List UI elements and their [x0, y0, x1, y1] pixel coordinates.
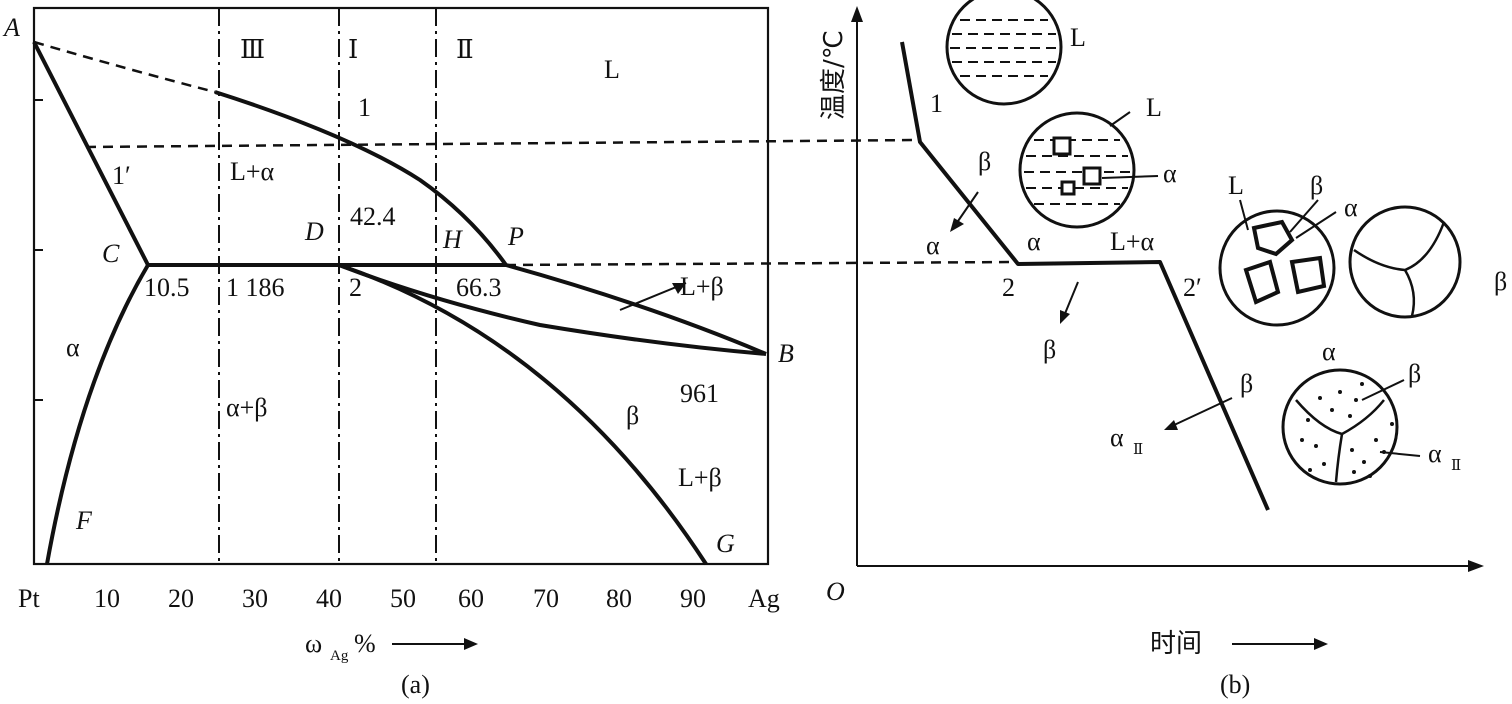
label-alpha-mid: α: [1027, 227, 1041, 256]
y-axis-label: 温度/℃: [819, 30, 849, 120]
label-beta-top: β: [978, 147, 991, 176]
micrograph-l-alpha: L α: [1018, 93, 1177, 229]
x-tick-20: 20: [168, 584, 194, 613]
link-line-1: [85, 138, 919, 149]
solidus-ac: [32, 41, 150, 266]
cooling-point-1: 1: [358, 93, 371, 122]
x-axis-subscript: Ag: [330, 648, 349, 664]
x-axis-arrowhead-b: [1468, 560, 1484, 572]
liquidus-pb: [505, 263, 767, 356]
x-tick-90: 90: [680, 584, 706, 613]
m2-label-alpha: α: [1163, 159, 1177, 188]
cooling-curve: [900, 41, 1270, 511]
label-alpha-ii: α: [1110, 423, 1124, 452]
x-axis-unit: %: [354, 629, 376, 658]
liquidus-dashed: [33, 40, 216, 94]
region-l-beta-lower: L+β: [678, 463, 722, 492]
region-beta: β: [626, 401, 639, 430]
x-tick-50: 50: [390, 584, 416, 613]
x-axis-label-b: 时间: [1150, 629, 1202, 659]
x-axis-arrowhead: [464, 638, 478, 650]
label-l-alpha: L+α: [1110, 227, 1155, 256]
l-beta-arrowhead: [672, 283, 686, 294]
arrowhead-alpha-ii: [1164, 420, 1178, 430]
x-tick-40: 40: [316, 584, 342, 613]
cooling-point-2: 2: [349, 273, 362, 302]
x-tick-70: 70: [533, 584, 559, 613]
m2-label-l: L: [1146, 93, 1162, 122]
micrograph-beta-alpha-ii: β α Ⅱ: [1281, 359, 1461, 486]
m5-label-beta: β: [1408, 359, 1421, 388]
label-alpha-ii-sub: Ⅱ: [1133, 442, 1143, 458]
cooling-point-1-prime: 1′: [112, 161, 131, 190]
region-l-alpha: L+α: [230, 157, 275, 186]
caption-b: (b): [1220, 670, 1250, 699]
point-p: P: [507, 222, 524, 251]
alloy-label-iii: Ⅲ: [240, 35, 265, 64]
m3-label-alpha-bottom: α: [1322, 337, 1336, 366]
point-c: C: [102, 239, 120, 268]
m4-label-beta: β: [1494, 267, 1507, 296]
value-c-comp: 10.5: [144, 273, 190, 302]
alloy-label-i: Ⅰ: [348, 35, 358, 64]
point-g: G: [716, 529, 735, 558]
liquidus-line: [214, 90, 508, 267]
x-tick-ag: Ag: [748, 584, 780, 613]
solvus-cf: [45, 263, 150, 565]
micrograph-liquid: L: [945, 0, 1086, 106]
x-tick-30: 30: [242, 584, 268, 613]
micrograph-beta: β: [1348, 205, 1507, 319]
x-axis-label-arrowhead: [1314, 638, 1328, 650]
arrowhead-alpha: [950, 218, 964, 232]
link-line-2: [505, 260, 1016, 267]
alloy-label-ii: Ⅱ: [456, 35, 474, 64]
m3-label-alpha-top: α: [1344, 193, 1358, 222]
label-beta-arrow: β: [1043, 335, 1056, 364]
y-axis-arrowhead: [851, 6, 863, 22]
x-tick-pt: Pt: [18, 584, 40, 613]
solvus-dg: [338, 263, 708, 566]
arrow-beta: [1063, 281, 1079, 317]
x-tick-10: 10: [94, 584, 120, 613]
region-alpha: α: [66, 333, 80, 362]
x-axis-label: ω: [305, 629, 322, 658]
m5-label-alpha-ii-sub: Ⅱ: [1451, 458, 1461, 474]
panel-a-frame: [32, 6, 770, 566]
point-d: D: [304, 217, 324, 246]
arrowhead-beta: [1060, 310, 1070, 324]
m3-label-beta: β: [1310, 171, 1323, 200]
point-f: F: [75, 506, 93, 535]
region-l: L: [604, 55, 620, 84]
x-tick-labels: Pt 10 20 30 40 50 60 70 80 90 Ag: [18, 584, 780, 613]
arrow-alpha: [955, 191, 979, 225]
point-a: A: [2, 13, 20, 42]
m3-label-l: L: [1228, 171, 1244, 200]
curve-point-1: 1: [930, 89, 943, 118]
arrow-alpha-ii: [1171, 397, 1233, 427]
solidus-db: [338, 263, 767, 356]
value-d-comp: 66.3: [456, 273, 502, 302]
m5-label-alpha-ii: α: [1428, 439, 1442, 468]
m1-label-l: L: [1070, 23, 1086, 52]
origin-label: O: [826, 577, 845, 606]
panel-a: A B C D H P F G Ⅲ Ⅰ Ⅱ L L+α α α+β β L+β …: [2, 6, 1016, 699]
y-ticks: [34, 99, 43, 401]
panel-b: O 温度/℃ 时间 1 2 2′ β α α L+α β β α Ⅱ: [819, 0, 1507, 699]
point-h: H: [442, 225, 463, 254]
region-alpha-beta: α+β: [226, 393, 268, 422]
value-peritectic-temp: 1 186: [226, 273, 285, 302]
caption-a: (a): [401, 670, 430, 699]
x-tick-60: 60: [458, 584, 484, 613]
label-alpha-arrow: α: [926, 231, 940, 260]
x-tick-80: 80: [606, 584, 632, 613]
curve-point-2-prime: 2′: [1183, 273, 1202, 302]
region-l-beta-upper: L+β: [680, 272, 724, 301]
value-ag-melting: 961: [680, 379, 719, 408]
label-beta-low: β: [1240, 369, 1253, 398]
point-b: B: [778, 339, 794, 368]
micrograph-peritectic: L β α α: [1218, 171, 1358, 366]
value-p-comp: 42.4: [350, 202, 396, 231]
curve-point-2: 2: [1002, 273, 1015, 302]
